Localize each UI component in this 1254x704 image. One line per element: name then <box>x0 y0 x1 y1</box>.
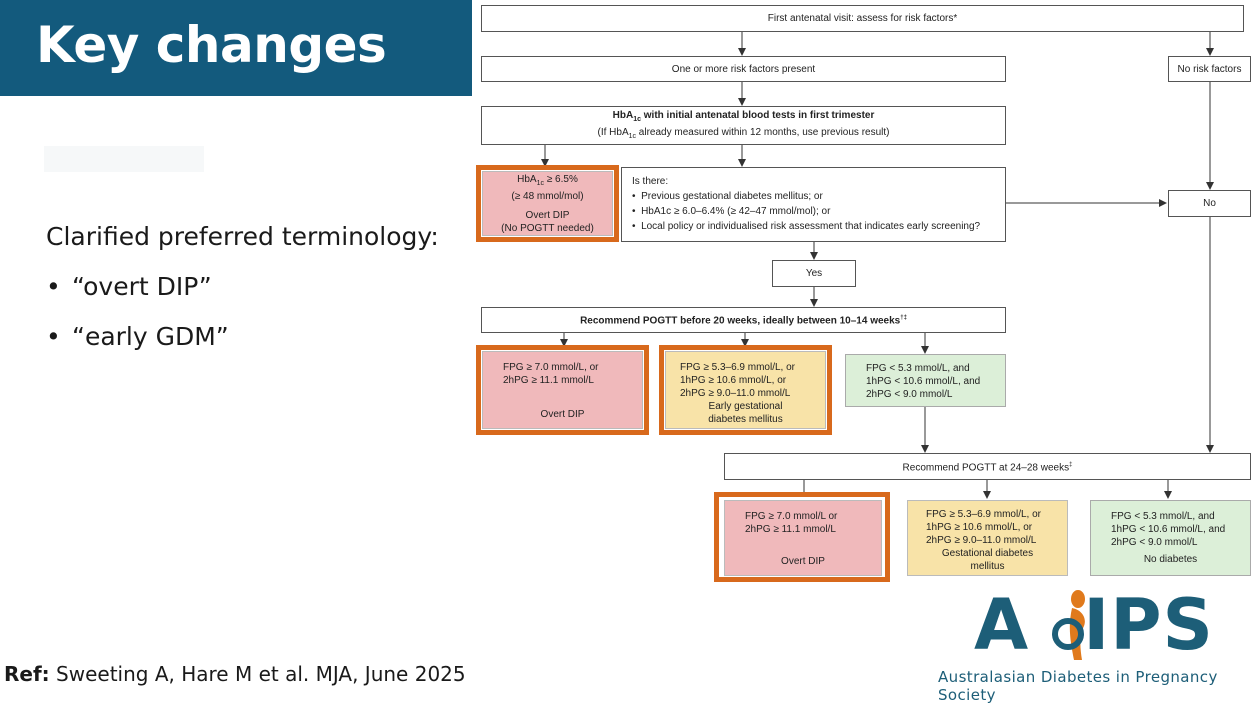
is-there-heading: Is there: <box>632 176 669 187</box>
early-normal-line: 1hPG < 10.6 mmol/L, and <box>866 376 981 387</box>
early-overt-line: FPG ≥ 7.0 mmol/L, or <box>503 362 599 373</box>
late-gdm-line: FPG ≥ 5.3–6.9 mmol/L, or <box>926 509 1041 520</box>
highlight-early-overt <box>476 345 649 435</box>
overt-first-mmol: (≥ 48 mmol/mol) <box>511 190 584 202</box>
late-overt-label: Overt DIP <box>781 556 825 567</box>
node-no: No <box>1168 190 1251 217</box>
late-normal-line: FPG < 5.3 mmol/L, and <box>1111 511 1215 522</box>
hba1c-note: (If HbA1c already measured within 12 mon… <box>597 126 890 140</box>
early-normal-line: 2hPG < 9.0 mmol/L <box>866 389 953 400</box>
node-late-normal: FPG < 5.3 mmol/L, and 1hPG < 10.6 mmol/L… <box>1090 500 1251 576</box>
node-is-there: Is there: • Previous gestational diabete… <box>621 167 1006 242</box>
faint-placeholder <box>44 146 204 172</box>
late-normal-label: No diabetes <box>1143 554 1198 565</box>
early-gdm-line: 1hPG ≥ 10.6 mmol/L, or <box>680 375 787 386</box>
node-early-pogtt: Recommend POGTT before 20 weeks, ideally… <box>481 307 1006 333</box>
overt-first-note: (No POGTT needed) <box>501 222 594 234</box>
bullet-early-gdm: •“early GDM” <box>46 322 229 351</box>
node-early-overt: FPG ≥ 7.0 mmol/L, or 2hPG ≥ 11.1 mmol/L … <box>482 351 643 429</box>
early-gdm-label: Early gestational diabetes mellitus <box>708 401 783 425</box>
late-gdm-label: Gestational diabetes mellitus <box>941 548 1034 572</box>
node-late-overt: FPG ≥ 7.0 mmol/L or 2hPG ≥ 11.1 mmol/L O… <box>724 500 882 576</box>
node-risk-present: One or more risk factors present <box>481 56 1006 82</box>
node-first-visit: First antenatal visit: assess for risk f… <box>481 5 1244 32</box>
is-there-item: • HbA1c ≥ 6.0–6.4% (≥ 42–47 mmol/mol); o… <box>632 206 831 217</box>
overt-first-label: Overt DIP <box>525 209 570 221</box>
highlight-overt-first <box>476 165 619 242</box>
late-normal-line: 1hPG < 10.6 mmol/L, and <box>1111 524 1226 535</box>
node-overt-first: HbA1c ≥ 6.5% (≥ 48 mmol/mol) Overt DIP (… <box>482 171 613 236</box>
title-banner: Key changes <box>0 0 472 96</box>
early-overt-line: 2hPG ≥ 11.1 mmol/L <box>503 375 594 386</box>
overt-first-threshold: HbA1c ≥ 6.5% <box>517 173 578 187</box>
node-hba1c-tests: HbA1c with initial antenatal blood tests… <box>481 106 1006 145</box>
body-heading: Clarified preferred terminology: <box>46 222 439 251</box>
late-overt-line: FPG ≥ 7.0 mmol/L or <box>745 511 838 522</box>
early-overt-label: Overt DIP <box>540 409 585 420</box>
reference: Ref: Sweeting A, Hare M et al. MJA, June… <box>4 662 466 686</box>
pregnant-figure-icon <box>1052 590 1085 660</box>
bullet-overt-dip: •“overt DIP” <box>46 272 212 301</box>
node-early-normal: FPG < 5.3 mmol/L, and 1hPG < 10.6 mmol/L… <box>845 354 1006 407</box>
late-normal-line: 2hPG < 9.0 mmol/L <box>1111 537 1198 548</box>
slide-title: Key changes <box>36 16 387 74</box>
late-gdm-line: 1hPG ≥ 10.6 mmol/L, or <box>926 522 1033 533</box>
node-no-risk: No risk factors <box>1168 56 1251 82</box>
is-there-item: • Previous gestational diabetes mellitus… <box>632 191 823 202</box>
early-gdm-line: FPG ≥ 5.3–6.9 mmol/L, or <box>680 362 795 373</box>
highlight-late-overt <box>714 492 890 582</box>
node-yes: Yes <box>772 260 856 287</box>
early-normal-line: FPG < 5.3 mmol/L, and <box>866 363 970 374</box>
is-there-item: • Local policy or individualised risk as… <box>632 221 981 232</box>
node-late-gdm: FPG ≥ 5.3–6.9 mmol/L, or 1hPG ≥ 10.6 mmo… <box>907 500 1068 576</box>
node-late-pogtt: Recommend POGTT at 24–28 weeks‡ <box>724 453 1251 480</box>
early-gdm-line: 2hPG ≥ 9.0–11.0 mmol/L <box>680 388 791 399</box>
adips-logo-subtitle: Australasian Diabetes in Pregnancy Socie… <box>938 668 1218 704</box>
hba1c-title: HbA1c with initial antenatal blood tests… <box>612 109 875 123</box>
late-overt-line: 2hPG ≥ 11.1 mmol/L <box>745 524 836 535</box>
late-gdm-line: 2hPG ≥ 9.0–11.0 mmol/L <box>926 535 1037 546</box>
highlight-early-gdm <box>659 345 832 435</box>
node-early-gdm: FPG ≥ 5.3–6.9 mmol/L, or 1hPG ≥ 10.6 mmo… <box>665 351 826 429</box>
